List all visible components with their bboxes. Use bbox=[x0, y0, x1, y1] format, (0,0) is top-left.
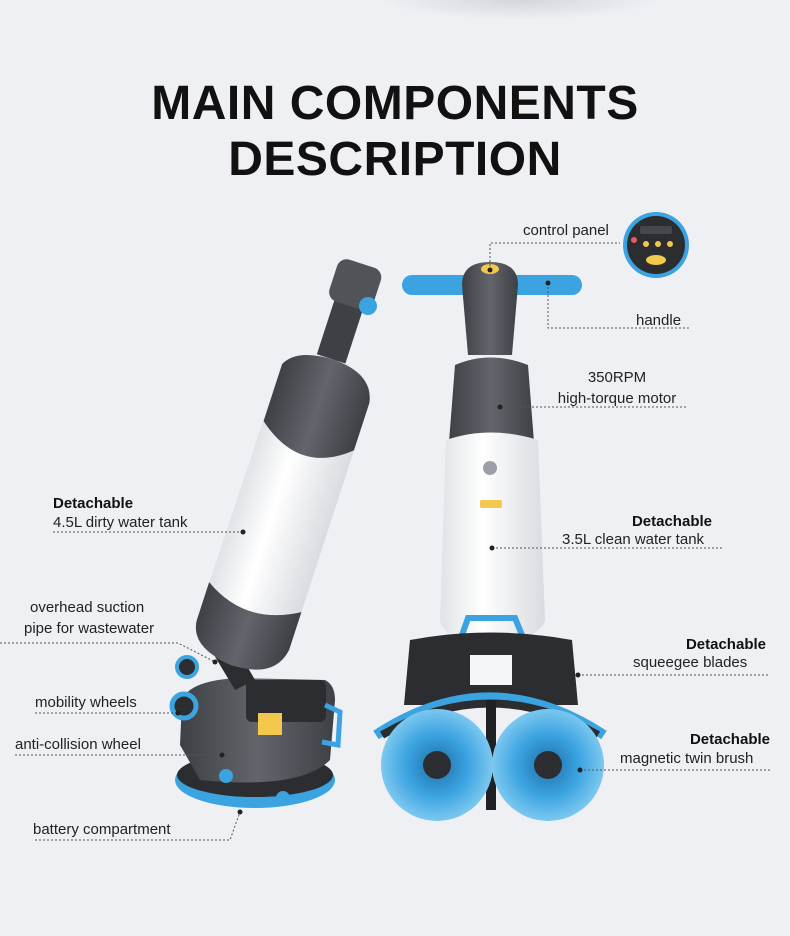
label-clean-tank-title: Detachable bbox=[631, 513, 712, 530]
mobility-wheel-lower bbox=[169, 691, 199, 721]
leader-lines bbox=[0, 242, 770, 841]
battery-label bbox=[258, 713, 282, 735]
anti-collision-wheel-rear bbox=[276, 791, 290, 805]
battery-compartment bbox=[246, 680, 326, 722]
label-squeegee-desc: squeegee blades bbox=[633, 654, 748, 671]
side-view-machine bbox=[169, 259, 382, 808]
leader-dots bbox=[175, 267, 583, 815]
page-title-line2: DESCRIPTION bbox=[228, 133, 562, 186]
label-dirty-tank-title: Detachable bbox=[53, 495, 134, 512]
label-motor-desc: high-torque motor bbox=[557, 390, 677, 407]
top-glow bbox=[380, 0, 660, 20]
label-control-panel: control panel bbox=[523, 222, 609, 239]
control-panel-inset bbox=[623, 212, 689, 278]
label-brush-title: Detachable bbox=[689, 731, 770, 748]
mobility-wheel-upper bbox=[175, 655, 199, 679]
label-squeegee-title: Detachable bbox=[685, 636, 766, 653]
clean-water-tank bbox=[440, 432, 545, 642]
label-motor-rpm: 350RPM bbox=[587, 369, 647, 386]
label-brush-desc: magnetic twin brush bbox=[620, 750, 754, 767]
label-battery-compartment: battery compartment bbox=[33, 821, 171, 838]
side-handle-cap bbox=[359, 297, 377, 315]
motor-housing bbox=[448, 357, 535, 455]
label-handle: handle bbox=[636, 312, 682, 329]
label-clean-tank-desc: 3.5L clean water tank bbox=[562, 531, 705, 548]
label-dirty-tank-desc: 4.5L dirty water tank bbox=[53, 514, 188, 531]
label-suction-line1: overhead suction bbox=[30, 599, 145, 616]
label-anti-collision-wheel: anti-collision wheel bbox=[15, 736, 141, 753]
page-title-line1: MAIN COMPONENTS bbox=[151, 77, 639, 130]
handle-head bbox=[462, 262, 518, 355]
anti-collision-wheel bbox=[219, 769, 233, 783]
label-suction-line2: pipe for wastewater bbox=[24, 620, 155, 637]
label-mobility-wheels: mobility wheels bbox=[35, 694, 137, 711]
front-view-machine bbox=[373, 262, 607, 821]
